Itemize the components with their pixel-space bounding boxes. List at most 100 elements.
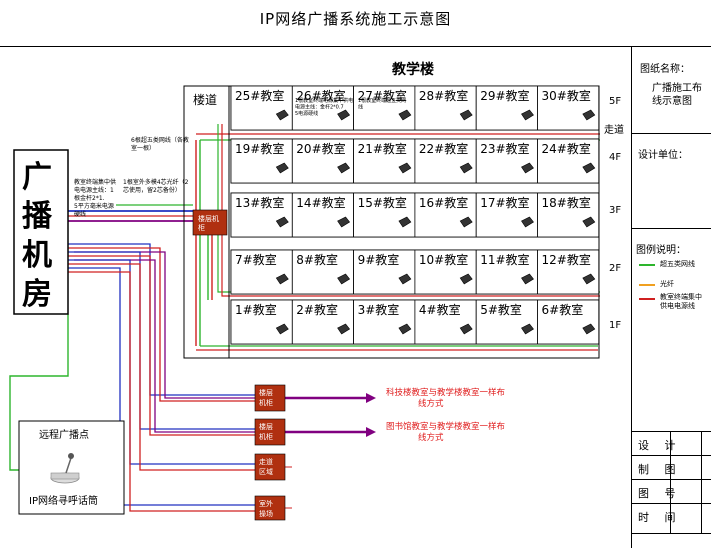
classroom-label: 5#教室 [480,302,522,317]
classroom-label: 14#教室 [296,195,345,210]
annotation-cat5: 6根超五类网线（各教 [131,136,189,144]
destination-label: 室外 [259,499,273,508]
classroom [353,299,416,345]
classroom [414,85,477,131]
walkway-label: 走道 [604,123,624,136]
blue-feed [68,251,255,430]
microphone-stem [65,457,72,474]
annotation-fiber: 芯使用，留2芯备份） [123,186,181,194]
classroom [537,249,600,295]
annotation-power: 5平方毫米电源 [74,202,114,210]
power-feed [68,263,255,471]
purple-feed [74,251,255,399]
arrow-head [366,427,376,437]
room27-note: 1根教室终端超五类网 [358,97,406,104]
speaker-terminal-icon [337,323,351,335]
room26-note: 电源主线：金杆2*0.7 [295,104,344,111]
floor-label: 5F [609,96,621,107]
legend-swatch [639,298,655,300]
speaker-terminal-icon [521,109,534,121]
classroom-label: 13#教室 [235,195,284,210]
speaker-terminal-icon [398,323,412,335]
floor-label: 2F [609,263,621,274]
speaker-terminal-icon [275,162,289,174]
control-room-label: 房 [22,277,52,312]
classroom [475,85,538,131]
classroom-label: 19#教室 [235,141,284,156]
classroom-label: 9#教室 [358,252,400,267]
annotation-power: 硬线 [74,210,86,218]
speaker-terminal-icon [275,109,289,121]
legend-text: 教室终端集中供电电源线 [660,293,702,310]
annotation-fiber: 1根室外多模4芯光纤（2 [123,178,189,186]
power-feed [68,255,255,436]
panel-divider [631,133,711,134]
classroom-label: 27#教室 [358,88,407,103]
speaker-terminal-icon [582,323,596,335]
panel-divider [631,228,711,229]
arrow-head [366,393,376,403]
classroom [353,192,416,238]
control-room-box [13,149,69,315]
destination-label: 机柜 [259,398,273,407]
classroom-label: 30#教室 [542,88,591,103]
table-row-drawing: 制 图 [631,455,711,480]
classroom-label: 17#教室 [480,195,529,210]
classroom [475,138,538,184]
classroom [230,138,293,184]
destination-label: 楼层 [259,422,273,431]
speaker-terminal-icon [582,273,596,285]
microphone-base [50,472,80,480]
speaker-terminal-icon [275,323,289,335]
power-feed [68,271,255,512]
classroom [291,249,354,295]
classroom-label: 29#教室 [480,88,529,103]
classroom-label: 28#教室 [419,88,468,103]
table-label: 图 号 [638,487,682,500]
table-label: 设 计 [638,439,682,452]
control-room-label: 广 [22,160,52,195]
classroom-label: 2#教室 [296,302,338,317]
classroom [537,85,600,131]
floor-cabinet-label: 楼层机 [198,214,219,223]
blue-feed [68,267,255,506]
table-label: 时 间 [638,511,682,524]
destination-box [254,418,286,446]
classroom [537,299,600,345]
speaker-terminal-icon [275,273,289,285]
floor-cabinet [192,209,228,236]
classroom [414,299,477,345]
classroom [353,249,416,295]
table-row-number: 图 号 [631,479,711,504]
legend: 超五类网线 光纤 教室终端集中供电电源线 [639,259,709,323]
speaker-terminal-icon [337,273,351,285]
destination-label: 楼层 [259,388,273,397]
floor-cabinet-label: 柜 [198,223,205,232]
remote-box [18,420,125,515]
speaker-terminal-icon [398,162,412,174]
classroom-label: 26#教室 [296,88,345,103]
design-unit-label: 设计单位： [638,150,688,161]
legend-swatch [639,264,655,266]
speaker-terminal-icon [337,216,351,228]
building-name: 教学楼 [392,61,434,78]
destination-note: 线方式 [418,432,444,443]
destination-label: 机柜 [259,432,273,441]
speaker-terminal-icon [582,109,596,121]
classroom [414,192,477,238]
classroom-label: 18#教室 [542,195,591,210]
speaker-terminal-icon [521,216,534,228]
destination-box [254,453,286,481]
control-room-layer: 广播机房6根超五类网线（各教室一根）教室终端集中供电电源主线：1根金杆2*1.5… [13,136,189,515]
classroom [291,299,354,345]
classroom-label: 25#教室 [235,88,284,103]
room27-note: 线 [358,104,363,111]
legend-label: 图例说明： [636,245,686,256]
speaker-terminal-icon [459,323,473,335]
classroom-label: 20#教室 [296,141,345,156]
drawing-name: 广播施工布线示意图 [652,83,702,107]
destination-label: 走道 [259,457,273,466]
speaker-terminal-icon [582,216,596,228]
speaker-terminal-icon [459,162,473,174]
destination-label: 操场 [259,509,273,518]
